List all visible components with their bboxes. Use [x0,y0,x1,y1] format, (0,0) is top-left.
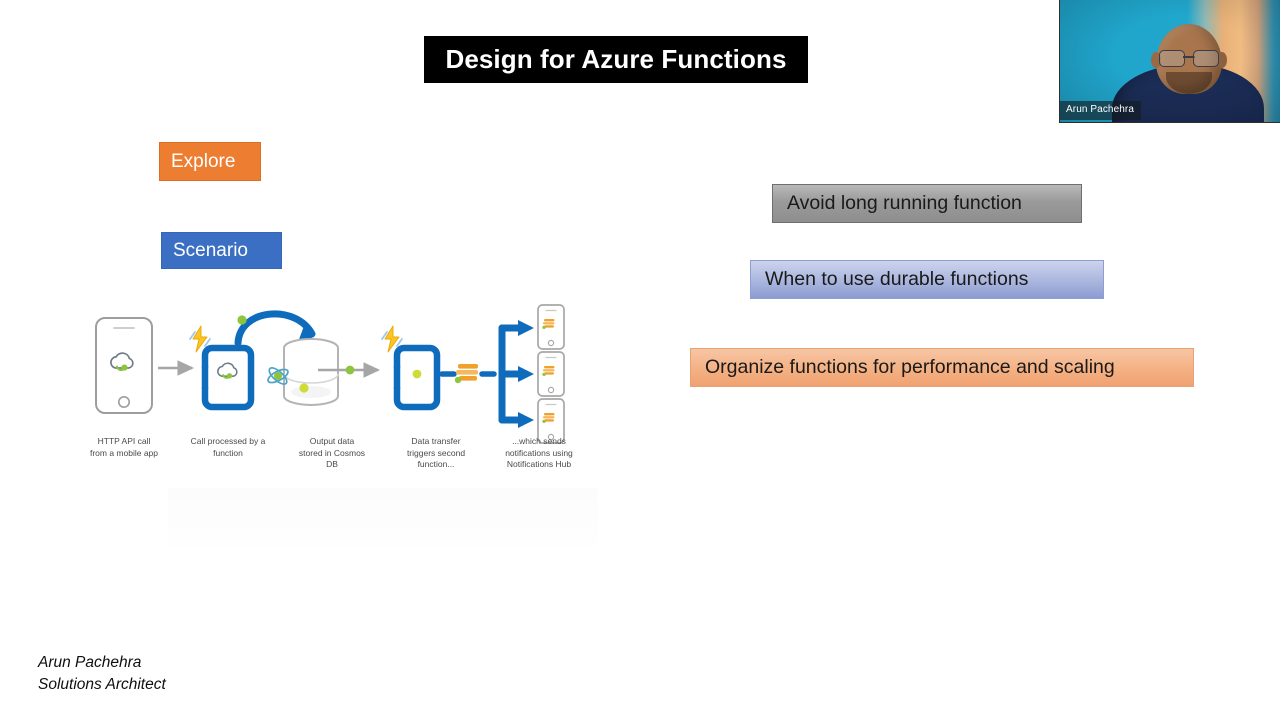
azure-function-icon-2 [381,325,441,411]
section-chip-explore-label: Explore [171,151,236,172]
presenter-role: Solutions Architect [38,676,166,693]
slide-title-band: Design for Azure Functions [424,36,808,83]
fanout-arrows [498,320,534,428]
webcam-person-beard [1166,72,1212,94]
webcam-person-ear-left [1151,52,1161,68]
azure-function-icon-1 [189,325,255,411]
mobile-phone-icon [95,317,153,414]
notification-hub-icon [454,364,478,384]
section-chip-scenario[interactable]: Scenario [161,232,282,269]
notification-phone-1 [537,304,565,350]
lightning-bolt-icon [189,325,211,353]
presenter-name: Arun Pachehra [38,654,142,671]
cosmos-db-icon [267,338,339,406]
webcam-person-ear-right [1217,52,1227,68]
glasses-bridge [1183,56,1195,58]
webcam-person-head [1156,24,1222,94]
presenter-credit: Arun Pachehra Solutions Architect [38,652,166,696]
glasses-icon [1159,50,1219,67]
page-title: Design for Azure Functions [445,44,787,74]
webcam-pip[interactable]: Arun Pachehra [1059,0,1280,123]
glasses-lens-right [1193,50,1219,67]
bullet-box-durable-functions-label: When to use durable functions [765,268,1029,290]
section-chip-scenario-label: Scenario [173,240,248,261]
cosmos-atom-icon [267,367,289,385]
bullet-box-avoid-long-running-label: Avoid long running function [787,192,1022,214]
bullet-box-durable-functions[interactable]: When to use durable functions [750,260,1104,299]
lightning-bolt-icon-2 [381,325,403,353]
background-artifact [168,488,598,546]
section-chip-explore[interactable]: Explore [159,142,261,181]
notification-phone-3 [537,398,565,444]
glasses-lens-left [1159,50,1185,67]
bullet-box-organize-functions[interactable]: Organize functions for performance and s… [690,348,1194,387]
notification-phone-2 [537,351,565,397]
webcam-participant-name: Arun Pachehra [1060,101,1142,120]
bullet-box-avoid-long-running[interactable]: Avoid long running function [772,184,1082,223]
architecture-diagram [72,296,582,486]
bullet-box-organize-functions-label: Organize functions for performance and s… [705,356,1115,378]
